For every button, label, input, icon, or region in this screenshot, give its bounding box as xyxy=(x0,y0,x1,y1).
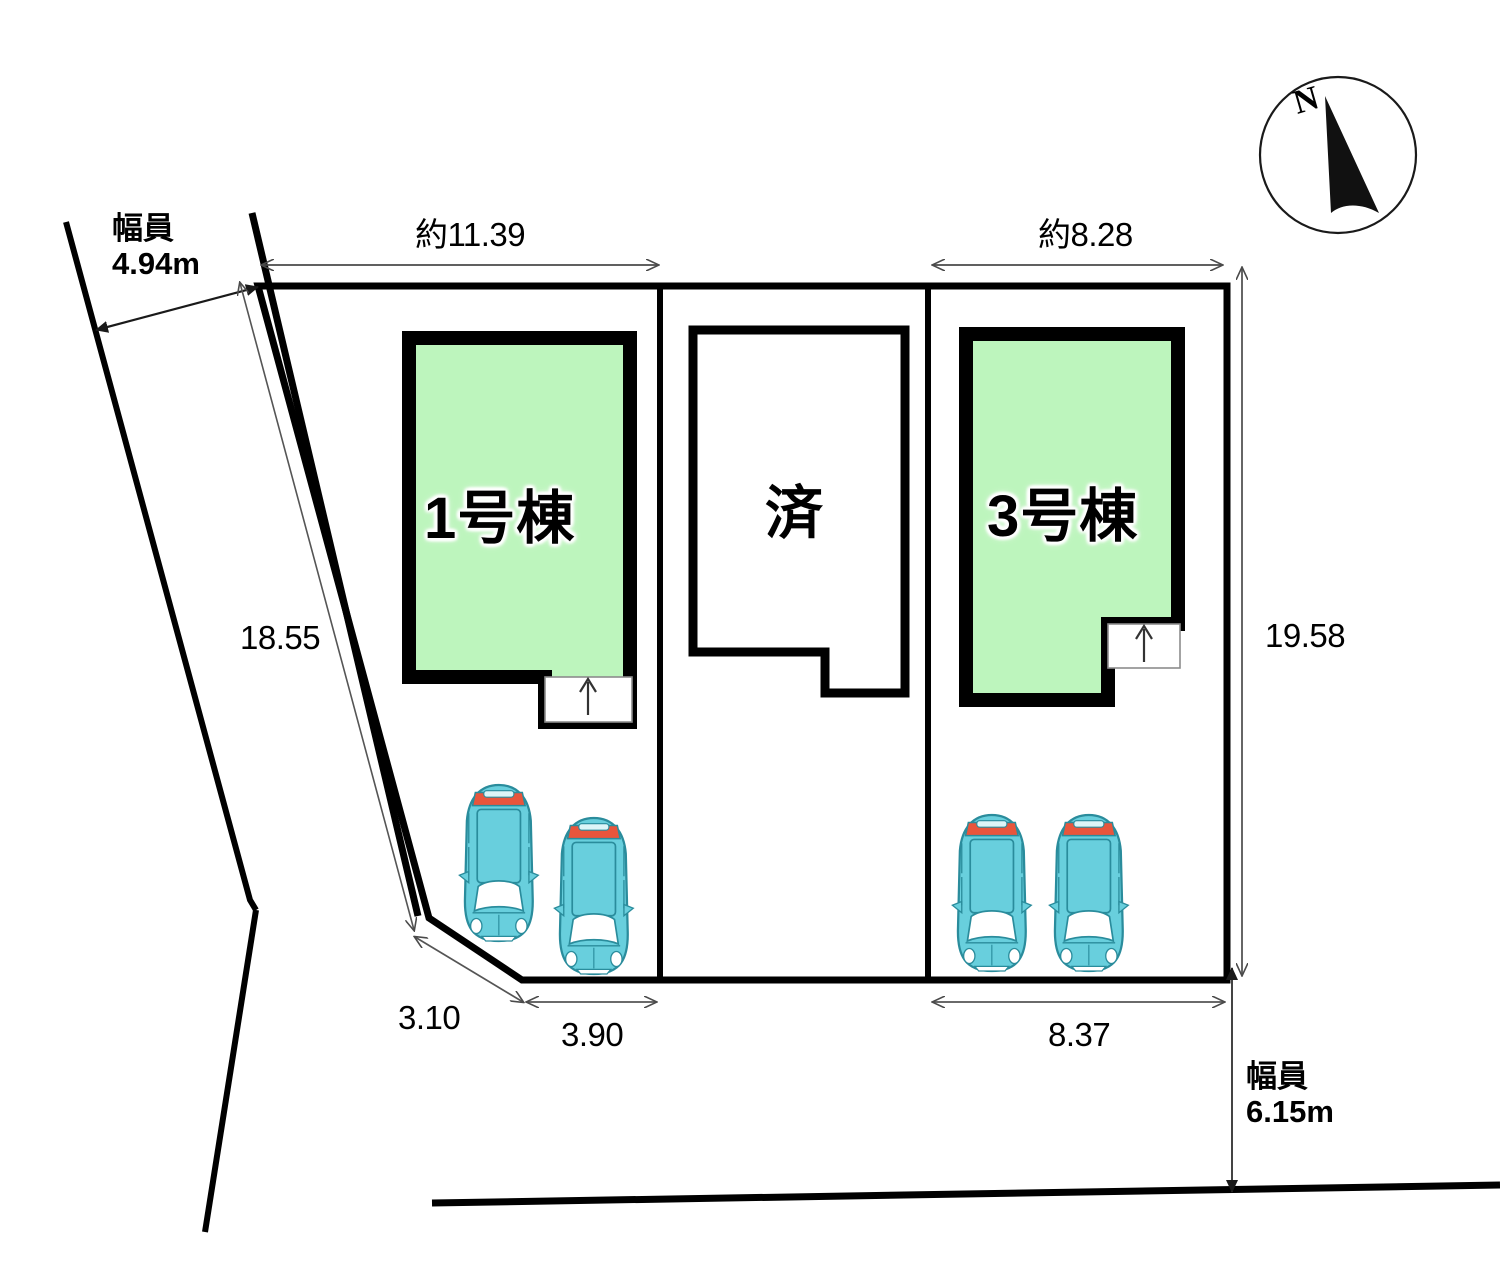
west-road-width-line1: 幅員 xyxy=(112,211,174,246)
dimension-label-bottom-lot3: 8.37 xyxy=(1048,1016,1111,1053)
west-road-width-line2: 4.94m xyxy=(112,245,200,281)
entrance-arrow-lot3 xyxy=(1135,623,1153,662)
parking-car-lot1-a xyxy=(458,783,540,943)
dimension-line-west-road-width xyxy=(95,284,259,333)
dimension-label-top-right: 約8.28 xyxy=(1038,216,1133,253)
dimension-line-left-depth xyxy=(240,283,414,930)
south-road-width-line2: 6.15m xyxy=(1246,1093,1334,1129)
south-road-width-line1: 幅員 xyxy=(1246,1059,1308,1094)
dimension-label-bottom-lot1: 3.90 xyxy=(561,1016,624,1053)
building-footprint-lot3 xyxy=(959,327,1185,707)
building-footprint-lot1 xyxy=(402,331,637,729)
dimension-line-corner-cut xyxy=(415,937,523,1002)
dimension-label-top-left: 約11.39 xyxy=(415,216,526,253)
parking-car-lot1-b xyxy=(553,816,635,976)
building-label-lot1: 1号棟 xyxy=(424,486,576,551)
compass-rose xyxy=(1258,75,1418,235)
building-footprint-lot2 xyxy=(688,325,910,698)
parking-car-lot3-a xyxy=(951,813,1033,973)
building-label-lot2: 済 xyxy=(765,481,824,546)
lot-divider-lines xyxy=(657,286,931,980)
dimension-label-right-depth: 19.58 xyxy=(1265,617,1346,654)
south-road-boundary xyxy=(431,1181,1500,1207)
dimension-label-left-depth: 18.55 xyxy=(240,619,321,656)
parking-car-lot3-b xyxy=(1048,813,1130,973)
dimension-label-corner-cut: 3.10 xyxy=(398,999,461,1036)
building-label-lot3: 3号棟 xyxy=(987,484,1139,549)
entrance-arrow-lot1 xyxy=(579,676,597,715)
west-road-boundary xyxy=(63,212,422,1233)
